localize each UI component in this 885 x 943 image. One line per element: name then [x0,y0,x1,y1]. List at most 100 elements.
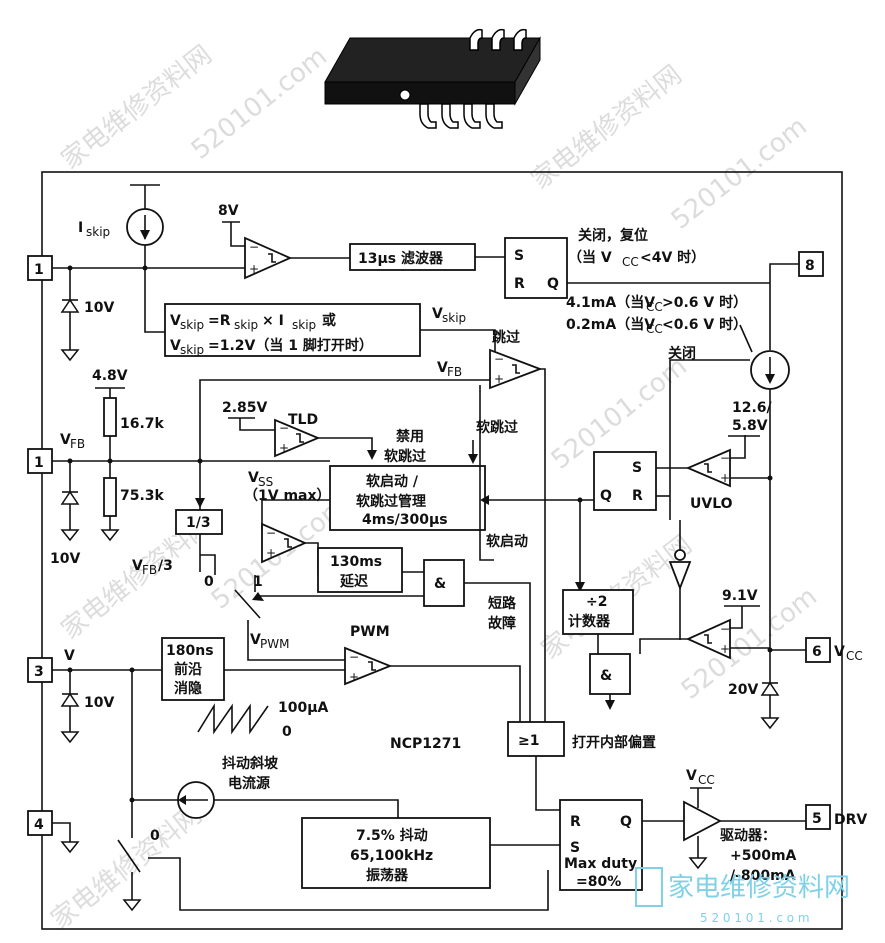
driver-buffer [683,787,806,870]
zener-10v-pin2: 10V [50,461,80,567]
svg-text:1/3: 1/3 [186,515,211,531]
pin-2: 1 [27,448,53,474]
svg-text:=R: =R [208,313,231,329]
svg-text:>0.6 V 时）: >0.6 V 时） [662,294,747,311]
svg-text:V: V [170,313,181,329]
pin-5: 5 [805,804,831,830]
chip-outline [41,171,843,930]
svg-text:V: V [834,644,845,660]
svg-text:S: S [514,248,524,264]
pin-6: 6 [805,637,831,663]
svg-text:+: + [494,372,504,386]
site-logo: 家电维修资料网 5 2 0 1 0 1 . c o m [635,867,850,925]
svg-text:消隐: 消隐 [174,680,202,697]
svg-text:8: 8 [805,258,815,274]
svg-text:CC: CC [646,322,663,336]
resistor-75k3 [103,477,117,517]
filter-13us: 13μs 滤波器 [349,243,505,271]
svg-text:skip: skip [180,343,204,357]
svg-text:故障: 故障 [488,615,516,632]
svg-text:/-800mA: /-800mA [730,868,796,884]
svg-text:65,100kHz: 65,100kHz [350,848,433,864]
svg-text:skip: skip [292,318,316,332]
svg-text:+500mA: +500mA [730,848,797,864]
svg-text:7.5% 抖动: 7.5% 抖动 [356,827,428,844]
svg-text:延迟: 延迟 [339,573,368,590]
svg-text:skip: skip [234,318,258,332]
svg-text:R: R [514,276,525,292]
svg-text:家电维修资料网: 家电维修资料网 [668,873,850,903]
svg-text:12.6/: 12.6/ [732,400,773,416]
svg-text:V: V [437,360,448,376]
and-gate-bias: & [589,653,631,710]
svg-text:抖动斜坡: 抖动斜坡 [222,755,279,772]
watermark-text: 家电维修资料网 [46,800,208,936]
divider-1-3: 1/3 [175,509,223,572]
svg-text:&: & [600,668,612,684]
softstart-manager-box: 软启动 / 软跳过管理 4ms/300μs [329,465,486,531]
svg-text:V: V [250,632,261,648]
svg-text:<4V 时）: <4V 时） [640,249,705,266]
svg-text:FB: FB [70,437,85,451]
svg-text:软启动: 软启动 [486,533,528,550]
svg-text:跳过: 跳过 [492,329,520,346]
svg-text:V: V [132,558,143,574]
svg-text:CC: CC [698,773,715,787]
svg-text:V: V [60,432,71,448]
svg-text:FB: FB [142,563,157,577]
svg-text:V: V [64,648,75,664]
svg-text:10V: 10V [50,551,80,567]
svg-text:−: − [249,240,259,254]
svg-text:−: − [266,526,276,540]
svg-text:禁用: 禁用 [396,428,424,445]
svg-text:振荡器: 振荡器 [366,867,409,884]
svg-text:FB: FB [447,365,462,379]
svg-text:S: S [632,460,642,476]
svg-text:4.1mA（当V: 4.1mA（当V [566,294,655,311]
v48-label: 4.8V [92,368,128,384]
svg-text:+: + [266,546,276,560]
svg-text:SS: SS [258,475,273,489]
comparator-91v: − + 9.1V [639,588,770,660]
svg-text:UVLO: UVLO [690,496,733,512]
svg-text:+: + [249,262,259,276]
iskip-sub: skip [86,225,110,239]
ramp-waveform: 100μA 0 [197,700,329,740]
oscillator-box: 7.5% 抖动 65,100kHz 振荡器 [301,817,562,889]
zener-20v: 20V [728,650,780,730]
svg-text:2.85V: 2.85V [222,400,268,416]
output-latch: R S Q Max duty =80% [559,799,684,891]
svg-text:9.1V: 9.1V [722,588,758,604]
svg-text:PWM: PWM [260,637,289,651]
svg-text:关闭: 关闭 [668,345,696,362]
svg-text:=1.2V（当 1 脚打开时）: =1.2V（当 1 脚打开时） [208,337,373,354]
svg-text:+: + [720,471,730,485]
svg-text:R: R [632,488,643,504]
svg-text:4: 4 [34,817,44,833]
comparator-pwm: − + PWM [344,624,521,730]
svg-text:180ns: 180ns [166,643,214,659]
svg-text:75.3k: 75.3k [120,488,165,504]
svg-text:130ms: 130ms [330,554,382,570]
rs-latch-top: S R Q [504,237,770,299]
svg-text:5.8V: 5.8V [732,418,768,434]
chip-name: NCP1271 [390,736,461,752]
zener-10v-pin1: 10V [60,268,114,362]
svg-text:6: 6 [812,644,822,660]
internal-bias-label: 打开内部偏置 [572,734,656,751]
svg-text:短路: 短路 [488,595,517,612]
svg-text:电流源: 电流源 [228,775,270,792]
watermark-url: 520101.com [666,111,813,235]
svg-text:skip: skip [442,311,466,325]
shutdown-reset-label: 关闭，复位 [578,227,648,244]
svg-text:CC: CC [622,255,639,269]
svg-text:+: + [349,670,359,684]
comparator-skip: − + 跳过 [489,329,546,722]
